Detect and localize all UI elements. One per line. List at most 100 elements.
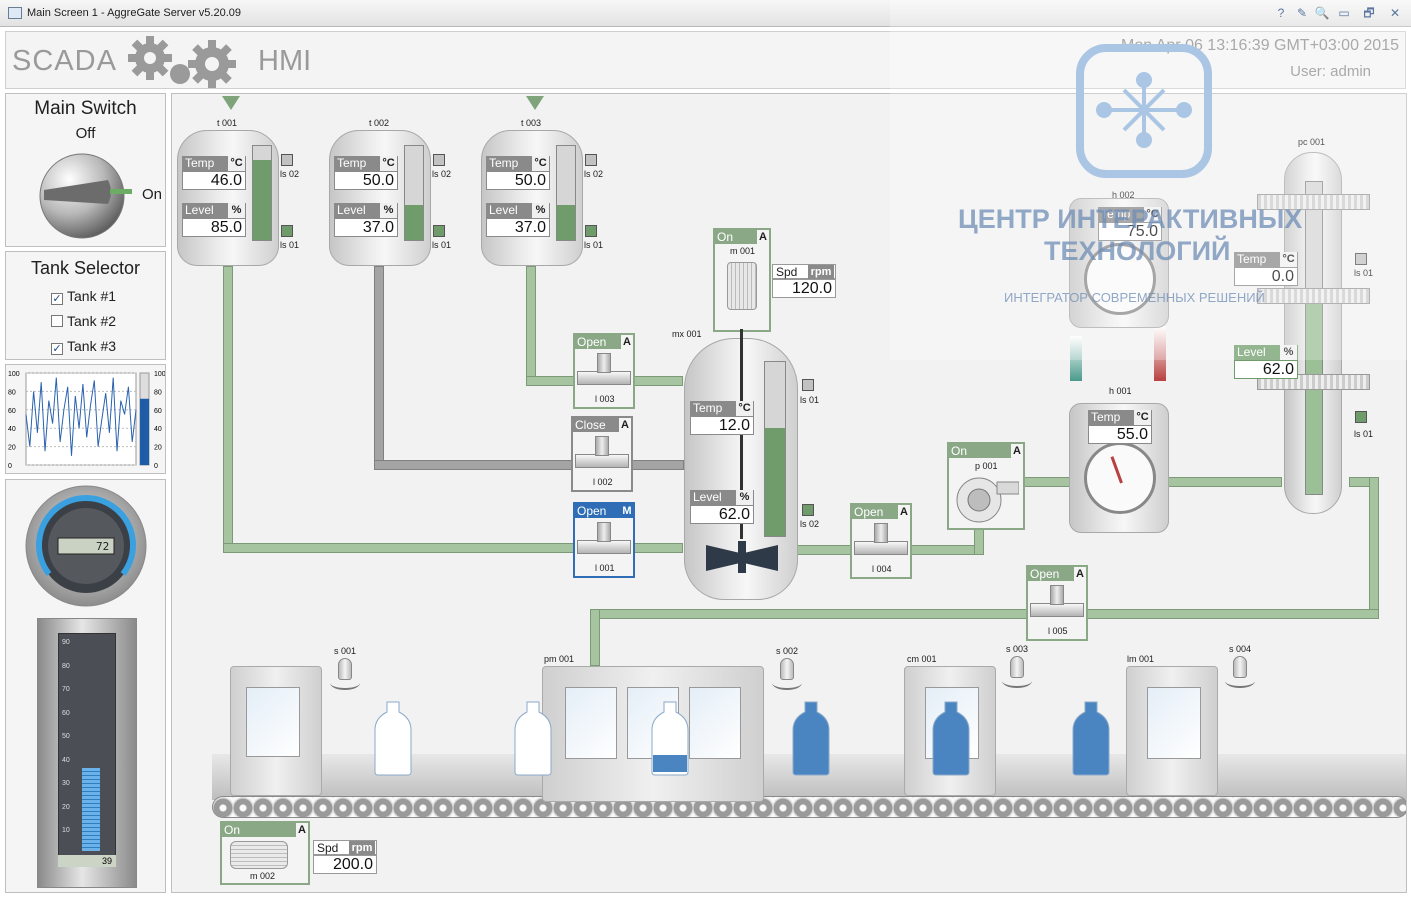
rotary-switch-knob[interactable]	[36, 150, 136, 242]
column-id: pc 001	[1298, 137, 1326, 147]
tank-ls-hi-label: ls 02	[432, 169, 452, 179]
checkbox-tick-icon[interactable]: ✓	[51, 343, 63, 355]
water-bottle-icon	[374, 700, 412, 776]
tank-2-checkbox[interactable]: Tank #2	[51, 313, 116, 329]
tank-level-readout: Level%37.0	[486, 203, 550, 237]
heat-exchange-down-arrow-icon	[1154, 326, 1166, 381]
spd-label: Spd	[776, 265, 798, 279]
tank-ls-lo-label: ls 01	[280, 240, 300, 250]
motor-m001-state: On	[717, 230, 734, 244]
trend-left-tick: 20	[8, 445, 16, 452]
temp-unit: °C	[1144, 207, 1161, 222]
tank-level-fill	[557, 205, 575, 240]
valve-state: Open	[1030, 567, 1060, 581]
mixer-ls-hi-indicator	[802, 379, 814, 391]
column-temp: Temp°C 0.0	[1234, 252, 1298, 286]
spd-unit: rpm	[349, 841, 375, 856]
tank-level-bar	[404, 145, 424, 241]
trend-right-tick: 60	[154, 408, 162, 415]
zoom-icon[interactable]: 🔍	[1314, 6, 1330, 20]
mixer-level-fill	[765, 428, 785, 536]
level-header: Level%	[334, 203, 398, 218]
valve-state: Open	[854, 505, 884, 519]
edit-icon[interactable]: ✎	[1296, 6, 1308, 20]
tank-3-checkbox[interactable]: ✓Tank #3	[51, 338, 116, 355]
heat-exchange-up-arrow-icon	[1070, 336, 1082, 381]
tank-level-readout: Level%37.0	[334, 203, 398, 237]
water-bottle-icon	[792, 700, 830, 776]
valve-body-icon	[577, 540, 631, 554]
window-app-icon	[8, 7, 22, 19]
tank-ls-hi-label: ls 02	[280, 169, 300, 179]
pipe-heater-column	[1167, 477, 1282, 487]
station-cm-label: cm 001	[907, 654, 937, 664]
valve-mode: A	[621, 335, 633, 349]
pump-p001-mode: A	[1011, 444, 1023, 458]
checkbox-empty-icon[interactable]	[51, 315, 63, 327]
valve-id: l 004	[872, 564, 892, 574]
mixer-level: Level% 62.0	[690, 490, 754, 524]
level-meter-tick: 90	[62, 639, 70, 646]
valve-mode: A	[1074, 567, 1086, 581]
sensor-wave-icon	[1002, 674, 1032, 688]
motor-m001-body-icon	[727, 262, 757, 310]
column-pc001-vessel	[1284, 152, 1342, 514]
tank-vessel	[177, 130, 279, 266]
tank-1-checkbox[interactable]: ✓Tank #1	[51, 288, 116, 305]
water-bottle-icon	[651, 700, 689, 776]
temp-label: Temp	[489, 156, 519, 170]
conveyor-rollers	[212, 796, 1406, 818]
temp-label: Temp	[337, 156, 367, 170]
temp-label: Temp	[693, 401, 723, 415]
mixer-level-value: 62.0	[690, 505, 754, 524]
close-icon[interactable]: ✕	[1389, 6, 1401, 20]
valve-body-icon	[577, 371, 631, 385]
maximize-icon[interactable]: ▭	[1338, 6, 1350, 20]
trend-right-tick: 80	[154, 389, 162, 396]
tank-temp-value: 50.0	[334, 171, 398, 190]
spd-unit: rpm	[808, 265, 834, 280]
pipe-return-line	[590, 609, 1379, 619]
motor-m002[interactable]: On A m 002	[220, 821, 310, 885]
tank-ls-lo-label: ls 01	[432, 240, 452, 250]
level-meter-tick: 20	[62, 803, 70, 811]
restore-icon[interactable]: 🗗	[1363, 6, 1375, 20]
heater-h001-temp-value: 55.0	[1088, 425, 1152, 444]
motor-m002-id: m 002	[250, 871, 276, 881]
heater-h002-temp: Temp°C 75.0	[1098, 207, 1162, 241]
tank-ls-lo-indicator	[281, 225, 293, 237]
gears-logo-icon	[128, 36, 236, 88]
temp-header: Temp°C	[334, 156, 398, 171]
motor-m002-state: On	[224, 823, 241, 837]
checkbox-tick-icon[interactable]: ✓	[51, 293, 63, 305]
sensor-label: s 004	[1229, 644, 1252, 654]
level-unit: %	[380, 203, 397, 218]
mixer-impeller-icon	[706, 541, 778, 573]
tank-temp-value: 46.0	[182, 171, 246, 190]
level-meter-tick: 30	[62, 780, 70, 788]
sensor-label: s 001	[334, 646, 357, 656]
help-icon[interactable]: ?	[1277, 6, 1285, 20]
temp-unit: °C	[1280, 252, 1297, 267]
valve-state: Close	[575, 418, 606, 432]
motor-m002-mode: A	[296, 823, 308, 837]
window-titlebar: Main Screen 1 - AggreGate Server v5.20.0…	[0, 0, 1411, 27]
main-switch-on-label: On	[142, 186, 163, 203]
round-gauge	[25, 485, 147, 607]
tank-ls-lo-label: ls 01	[584, 240, 604, 250]
motor-m001-mode: A	[757, 230, 769, 244]
trend-right-tick: 20	[154, 445, 162, 452]
tank-id-label: t 002	[369, 118, 390, 128]
